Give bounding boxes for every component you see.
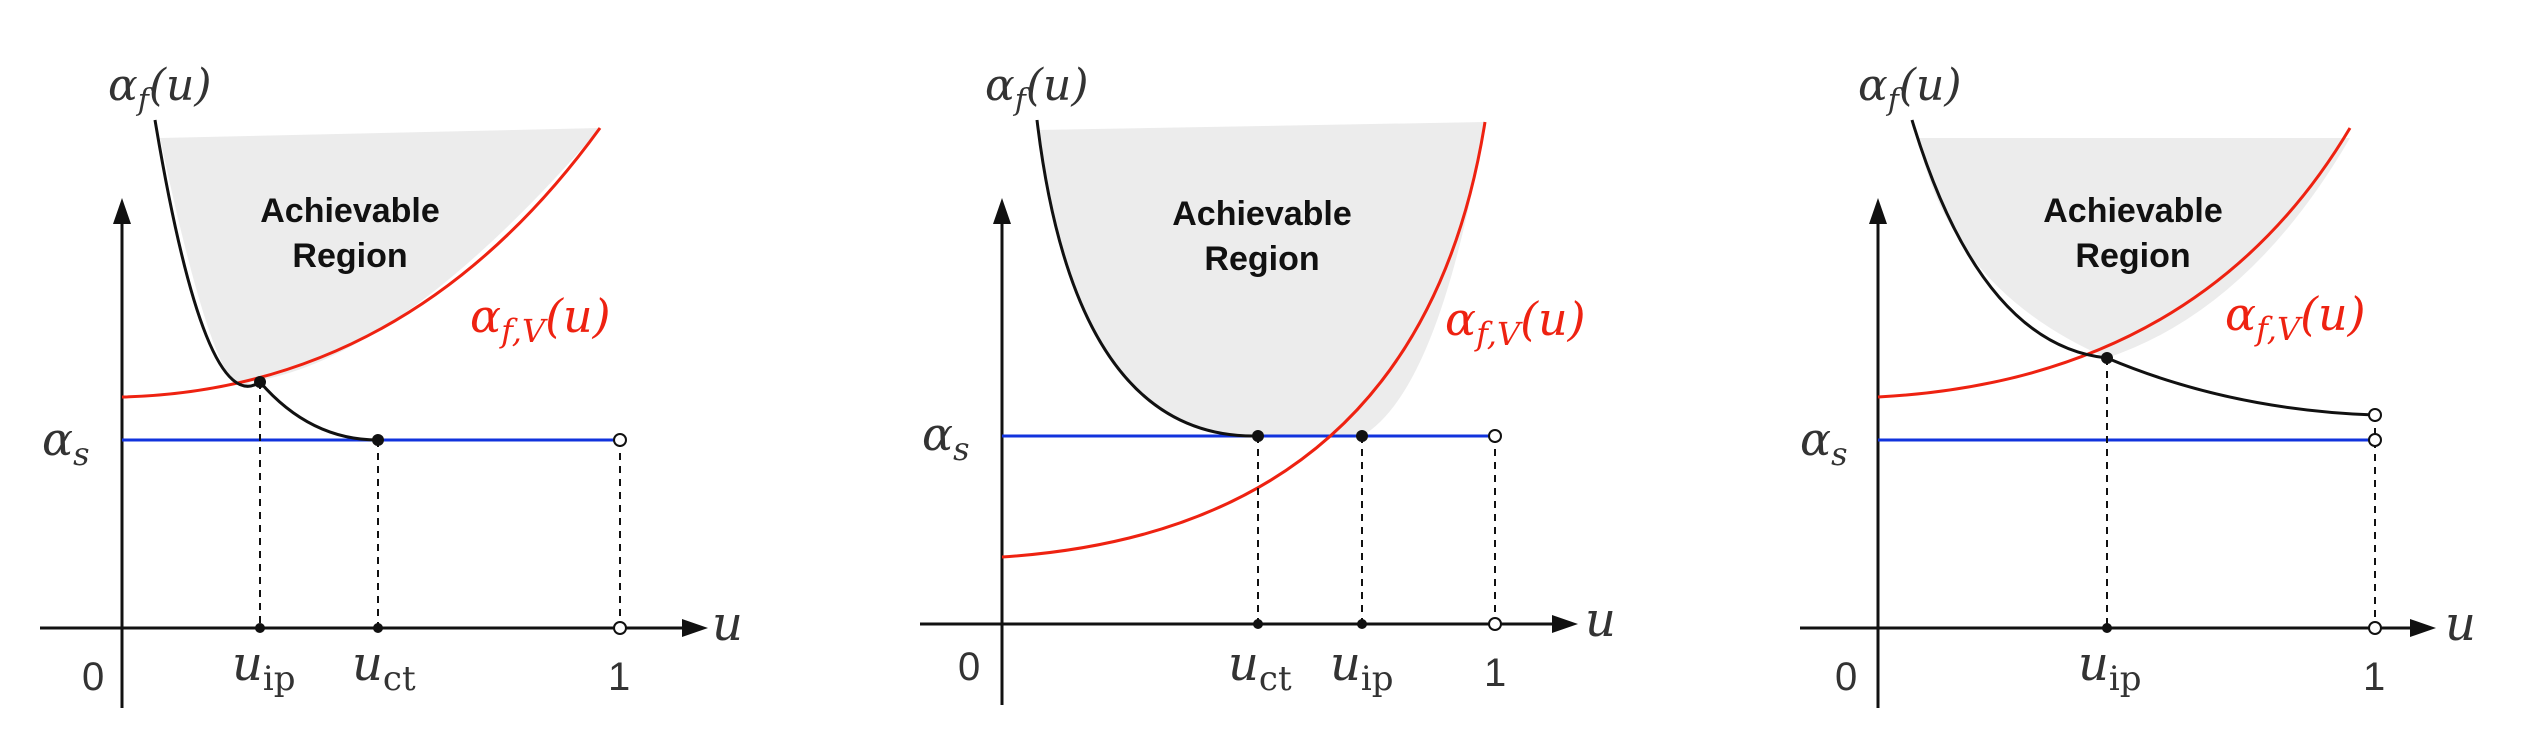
alpha-s-label: αs bbox=[1800, 412, 1848, 473]
end-open-dot bbox=[613, 433, 627, 447]
end-open-dot bbox=[1488, 429, 1502, 443]
intersection-dot bbox=[1356, 430, 1368, 442]
tick-dot-uip bbox=[1357, 619, 1367, 629]
region-label-line2: Region bbox=[1204, 240, 1319, 278]
x-axis-label: u bbox=[712, 596, 743, 652]
tick-dot-uip bbox=[2102, 623, 2112, 633]
alpha-fV-curve bbox=[121, 127, 602, 399]
alpha-fV-curve bbox=[1001, 121, 1487, 559]
origin-label: 0 bbox=[82, 655, 104, 699]
origin-label: 0 bbox=[958, 645, 980, 689]
alpha-f-label: αf(u) bbox=[985, 60, 1089, 118]
achievable-region-shade bbox=[160, 128, 600, 387]
tick-open-one bbox=[2368, 621, 2382, 635]
tick-dot-uct bbox=[373, 623, 383, 633]
tick-open-one bbox=[613, 621, 627, 635]
tick-dot-uip bbox=[255, 623, 265, 633]
region-label-line2: Region bbox=[2075, 237, 2190, 275]
region-label-line1: Achievable bbox=[1172, 195, 1352, 233]
alpha-f-label: αf(u) bbox=[108, 60, 212, 118]
alpha-f-curve bbox=[1910, 119, 2108, 360]
alpha-f-curve-tail bbox=[2106, 356, 2376, 417]
contact-dot bbox=[372, 434, 384, 446]
one-label: 1 bbox=[1484, 651, 1506, 695]
tick-label-uip: uip bbox=[232, 636, 296, 699]
alpha-s-label: αs bbox=[42, 412, 90, 473]
alpha-f-curve-tail bbox=[258, 381, 379, 442]
alpha-fV-label: αf,V(u) bbox=[470, 289, 611, 350]
alpha-f-curve bbox=[153, 119, 261, 388]
achievable-region-shade bbox=[1918, 138, 2350, 358]
x-axis-arrow bbox=[2410, 619, 2436, 637]
one-label: 1 bbox=[608, 655, 630, 699]
tick-open-one bbox=[1488, 617, 1502, 631]
alpha-s-label: αs bbox=[922, 407, 970, 468]
tick-dot-uct bbox=[1253, 619, 1263, 629]
achievable-region-shade bbox=[1037, 122, 1485, 437]
panel-1: αf(u) Achievable Region αf,V(u) αs u 0 1… bbox=[40, 60, 743, 708]
y-axis-arrow bbox=[993, 198, 1011, 224]
tick-label-uip: uip bbox=[2078, 636, 2142, 699]
alpha-fV-label: αf,V(u) bbox=[1445, 292, 1586, 353]
tick-label-uct: uct bbox=[1228, 636, 1292, 699]
intersection-dot bbox=[254, 376, 266, 388]
region-label-line2: Region bbox=[292, 237, 407, 275]
region-label-line1: Achievable bbox=[2043, 192, 2223, 230]
end-open-dot-alpha-f bbox=[2368, 408, 2382, 422]
panel-2: αf(u) Achievable Region αf,V(u) αs u 0 1… bbox=[920, 60, 1616, 705]
origin-label: 0 bbox=[1835, 655, 1857, 699]
intersection-dot bbox=[2101, 352, 2113, 364]
region-label-line1: Achievable bbox=[260, 192, 440, 230]
y-axis-arrow bbox=[113, 198, 131, 224]
y-axis-arrow bbox=[1869, 198, 1887, 224]
alpha-f-curve bbox=[1035, 119, 1259, 438]
alpha-fV-curve bbox=[1877, 127, 2352, 399]
one-label: 1 bbox=[2363, 655, 2385, 699]
x-axis-arrow bbox=[1552, 615, 1578, 633]
panel-3: αf(u) Achievable Region αf,V(u) αs u 0 1… bbox=[1800, 60, 2476, 708]
x-axis-arrow bbox=[682, 619, 708, 637]
end-open-dot bbox=[2368, 433, 2382, 447]
alpha-fV-label: αf,V(u) bbox=[2225, 287, 2366, 348]
tick-label-uct: uct bbox=[352, 636, 416, 699]
alpha-f-label: αf(u) bbox=[1858, 60, 1962, 118]
x-axis-label: u bbox=[1585, 592, 1616, 648]
contact-dot bbox=[1252, 430, 1264, 442]
x-axis-label: u bbox=[2445, 596, 2476, 652]
tick-label-uip: uip bbox=[1330, 636, 1394, 699]
